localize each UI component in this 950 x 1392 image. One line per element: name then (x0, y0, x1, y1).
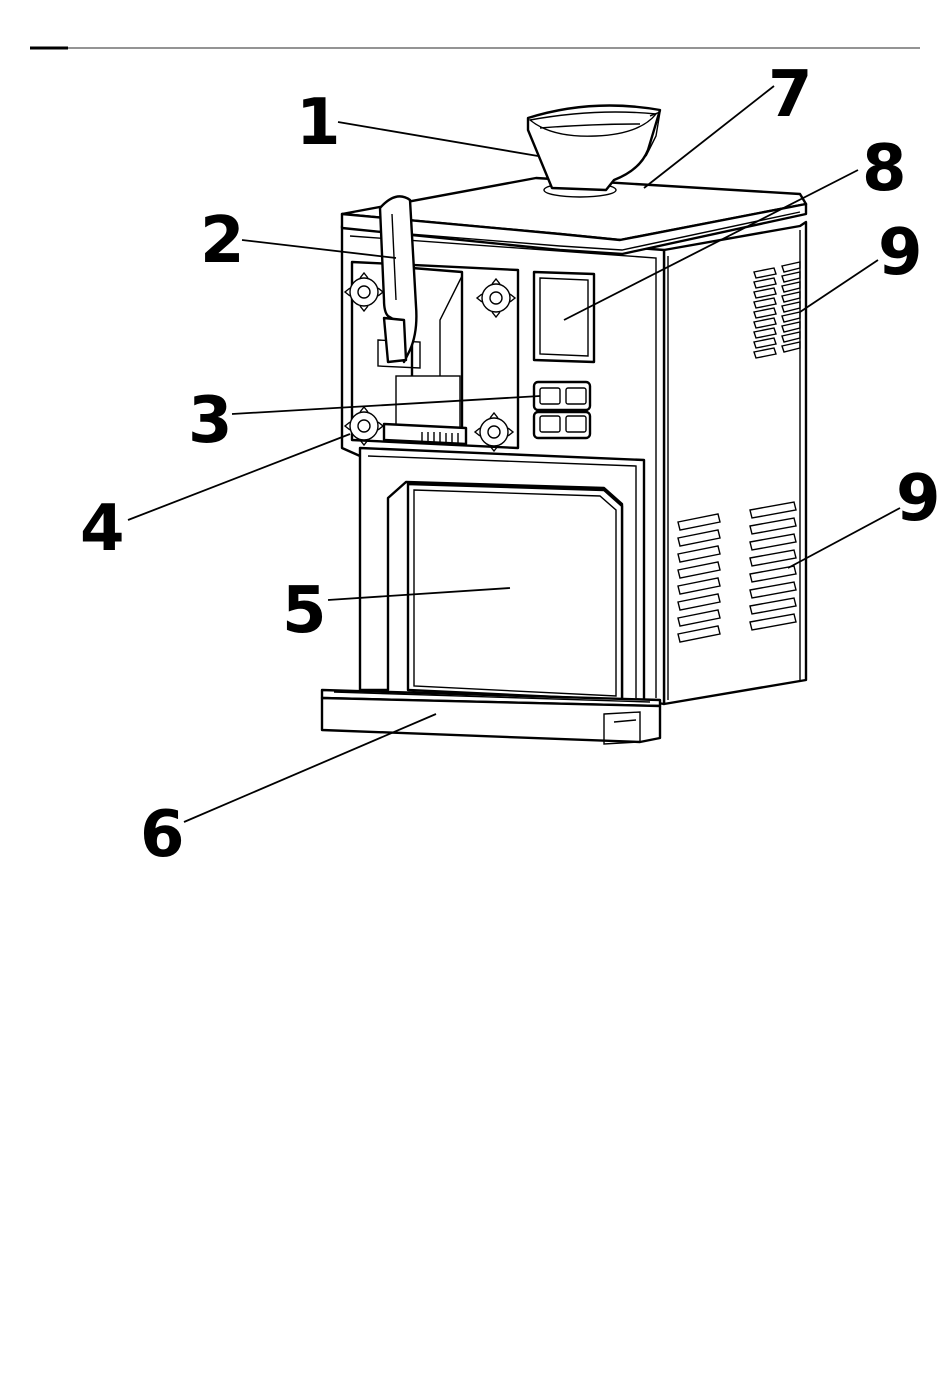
soft-serve-machine (322, 106, 806, 745)
leader-9a (800, 260, 878, 312)
control-buttons (534, 382, 590, 438)
drip-tray (322, 690, 660, 744)
leader-6 (184, 714, 436, 822)
side-panel (664, 222, 806, 704)
display-screen (534, 272, 594, 362)
label-1: 1 (296, 86, 341, 160)
label-5: 5 (282, 574, 327, 648)
label-7: 7 (768, 58, 813, 132)
leader-7 (644, 86, 774, 188)
label-4: 4 (80, 492, 125, 566)
label-6: 6 (140, 798, 185, 872)
label-3: 3 (188, 384, 233, 458)
label-9-lower: 9 (896, 462, 941, 536)
label-2: 2 (200, 204, 245, 278)
label-9-upper: 9 (878, 216, 923, 290)
lever-handle (380, 196, 416, 362)
label-8: 8 (862, 132, 907, 206)
leader-4 (128, 434, 350, 520)
leader-1 (338, 122, 538, 156)
